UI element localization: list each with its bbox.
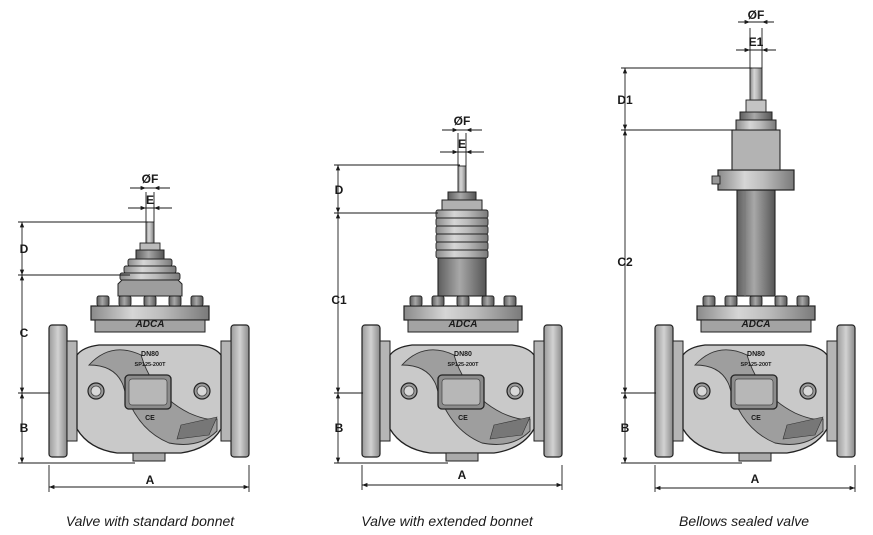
dim-label-b: B — [621, 421, 630, 435]
ce-mark: CE — [458, 415, 468, 422]
valve-extended-bonnet: ØF E D C1 B A ADCA DN80 SP125-200T CE — [331, 114, 563, 490]
caption-extended-bonnet: Valve with extended bonnet — [361, 513, 533, 529]
size-mark: DN80 — [747, 351, 765, 358]
dim-label-b: B — [20, 421, 29, 435]
dim-label-e1: E1 — [749, 35, 764, 49]
ce-mark: CE — [145, 415, 155, 422]
size-mark: DN80 — [454, 351, 472, 358]
dim-label-e: E — [458, 137, 466, 151]
dim-label-e: E — [146, 193, 154, 207]
dim-label-a: A — [751, 472, 760, 486]
dim-label-c1: C1 — [331, 293, 347, 307]
brand-mark: ADCA — [741, 319, 771, 330]
dim-label-d1: D1 — [617, 93, 633, 107]
model-mark: SP125-200T — [448, 362, 480, 368]
valve-bellows-sealed: ØF E1 D1 C2 B A ADCA DN80 SP125-200T CE — [617, 8, 856, 492]
model-mark: SP125-200T — [135, 362, 167, 368]
dim-label-b: B — [335, 421, 344, 435]
dim-label-f: ØF — [748, 8, 765, 22]
dim-label-f: ØF — [454, 114, 471, 128]
dim-label-d: D — [20, 242, 29, 256]
dim-label-d: D — [335, 183, 344, 197]
model-mark: SP125-200T — [741, 362, 773, 368]
dim-label-a: A — [458, 468, 467, 482]
brand-mark: ADCA — [135, 319, 165, 330]
brand-mark: ADCA — [448, 319, 478, 330]
caption-standard-bonnet: Valve with standard bonnet — [65, 513, 235, 529]
valve-standard-bonnet: ØF E D C B A ADCA DN80 SP125-200T CE — [18, 172, 250, 492]
dim-label-f: ØF — [142, 172, 159, 186]
dim-label-c: C — [20, 326, 29, 340]
ce-mark: CE — [751, 415, 761, 422]
dim-label-c2: C2 — [617, 255, 633, 269]
dim-label-a: A — [146, 473, 155, 487]
size-mark: DN80 — [141, 351, 159, 358]
caption-bellows-sealed: Bellows sealed valve — [679, 513, 809, 529]
